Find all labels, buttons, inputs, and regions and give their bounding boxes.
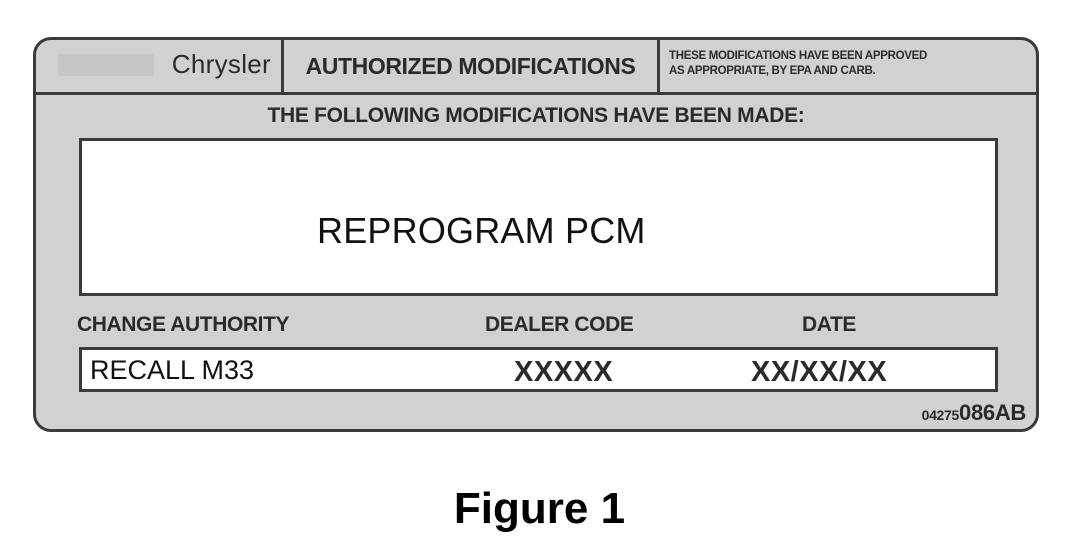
part-number-suffix: 086AB [959,400,1026,425]
modification-label: Chrysler AUTHORIZED MODIFICATIONS THESE … [33,37,1039,432]
change-authority-label: CHANGE AUTHORITY [77,313,290,336]
modifications-heading: THE FOLLOWING MODIFICATIONS HAVE BEEN MA… [267,104,805,127]
approval-statement: THESE MODIFICATIONS HAVE BEEN APPROVED A… [660,40,1036,92]
title-cell: AUTHORIZED MODIFICATIONS [284,40,660,92]
brand-cell: Chrysler [36,40,284,92]
label-title: AUTHORIZED MODIFICATIONS [305,52,636,79]
change-authority-value: RECALL M33 [90,355,255,385]
approval-line-2: AS APPROPRIATE, BY EPA AND CARB. [669,65,876,77]
dealer-code-value: XXXXX [514,356,614,388]
modifications-value: REPROGRAM PCM [317,210,646,251]
figure-caption: Figure 1 [453,484,626,533]
modifications-field: REPROGRAM PCM [79,138,998,296]
details-field: RECALL M33 XXXXX XX/XX/XX [79,347,998,392]
part-number-prefix: 04275 [921,407,960,423]
brand-name: Chrysler [171,49,271,79]
date-label: DATE [802,313,857,336]
dealer-code-label: DEALER CODE [485,313,634,336]
label-header: Chrysler AUTHORIZED MODIFICATIONS THESE … [36,40,1036,95]
approval-line-1: THESE MODIFICATIONS HAVE BEEN APPROVED [669,50,928,62]
brand-logo-mark [58,54,154,76]
part-number: 04275086AB [921,400,1027,426]
date-value: XX/XX/XX [751,356,888,388]
